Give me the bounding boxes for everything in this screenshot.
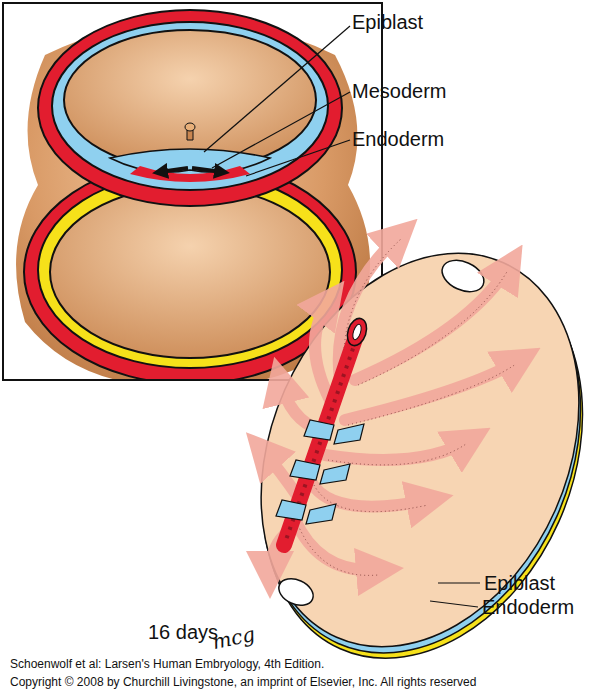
embryonic-disc <box>198 203 594 700</box>
layer-label: Endoderm <box>482 596 574 619</box>
copyright-note: Copyright © 2008 by Churchill Livingston… <box>10 675 476 689</box>
layer-label: Epiblast <box>484 572 555 595</box>
cross-section <box>3 3 382 380</box>
stage-label: 16 days <box>148 621 218 644</box>
source-credit: Schoenwolf et al: Larsen's Human Embryol… <box>10 657 324 671</box>
layer-label: Mesoderm <box>352 80 446 103</box>
frame <box>3 3 382 380</box>
layer-label: Epiblast <box>352 11 423 34</box>
layer-label: Endoderm <box>352 128 444 151</box>
